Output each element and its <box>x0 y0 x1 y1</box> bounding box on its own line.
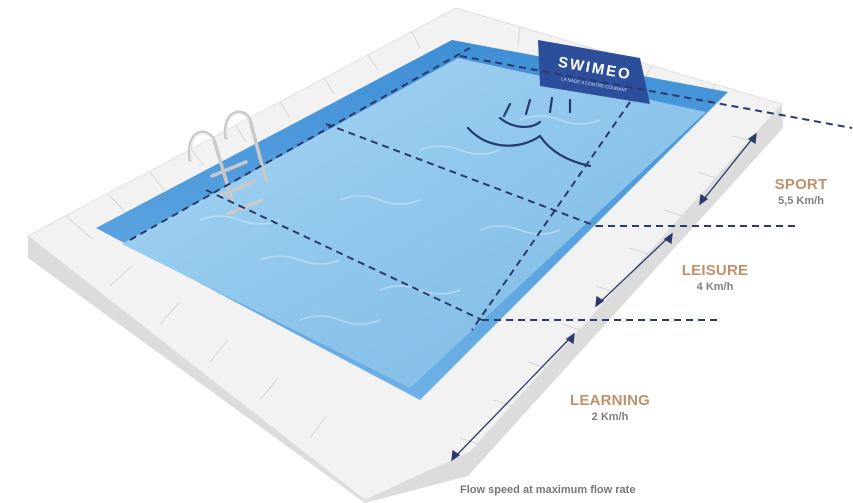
pool-water <box>122 58 706 388</box>
swimeo-banner: SWIMEO LA NAGE A CONTRE-COURANT <box>538 40 650 104</box>
sport-range-arrow <box>699 133 757 205</box>
leisure-range-arrow <box>595 233 673 307</box>
zone-speed-sport: 5,5 Km/h <box>778 195 824 207</box>
zone-label-sport: SPORT 5,5 Km/h <box>756 176 846 208</box>
zone-name-learning: LEARNING <box>570 392 650 409</box>
short-side-line <box>129 47 471 241</box>
zone-label-learning: LEARNING 2 Km/h <box>560 392 660 424</box>
sport-top-line <box>459 55 853 129</box>
zone-speed-learning: 2 Km/h <box>591 411 629 423</box>
learning-range-arrow <box>451 333 575 461</box>
flow-speed-caption: Flow speed at maximum flow rate <box>460 484 636 496</box>
ladder-shadow <box>189 112 250 161</box>
sport-leisure-divider-pool <box>325 123 597 227</box>
leisure-learning-divider-pool <box>205 189 483 321</box>
length-line <box>471 101 631 331</box>
zone-name-leisure: LEISURE <box>681 262 749 279</box>
zone-label-leisure: LEISURE 4 Km/h <box>670 262 760 294</box>
flow-wave-icon <box>466 96 592 168</box>
zone-dividers <box>129 47 853 331</box>
zone-range-arrows <box>451 132 757 462</box>
zone-name-sport: SPORT <box>774 176 828 193</box>
ladder-icon <box>187 110 268 216</box>
water-ripples <box>199 115 601 325</box>
zone-speed-leisure: 4 Km/h <box>696 281 734 293</box>
